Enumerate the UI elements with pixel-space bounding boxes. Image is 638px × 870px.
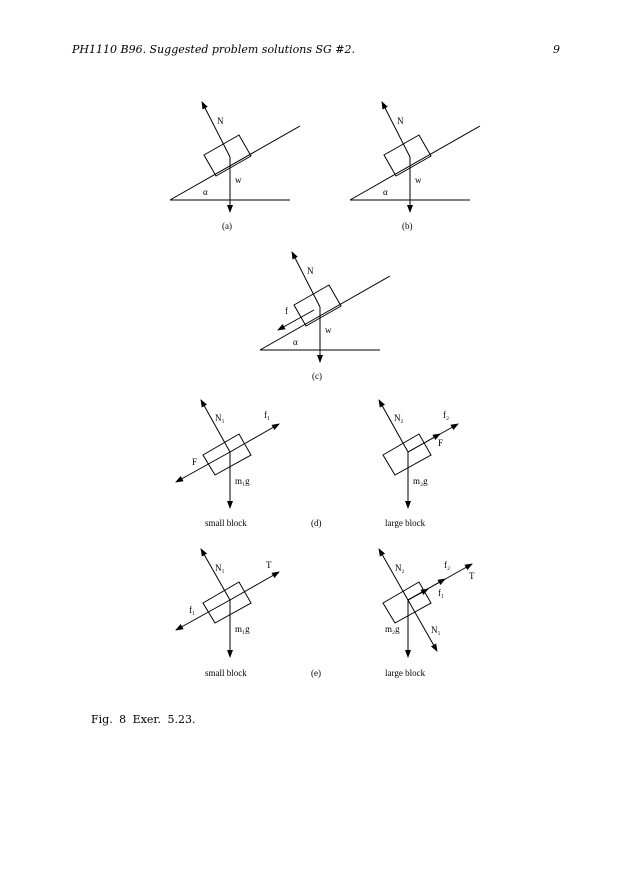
block bbox=[203, 134, 252, 177]
label-w: w bbox=[325, 325, 332, 335]
label-N1: N₁ bbox=[431, 625, 441, 635]
normal-force-arrow bbox=[201, 101, 231, 158]
running-header: PH1110 B96. Suggested problem solutions … bbox=[72, 43, 355, 56]
label-N1: N₁ bbox=[215, 563, 225, 573]
applied-force-arrow bbox=[407, 433, 441, 453]
label-angle: α bbox=[293, 337, 298, 347]
label-N2: N₂ bbox=[395, 563, 405, 573]
figure-label: (c) bbox=[312, 371, 322, 381]
page-number: 9 bbox=[553, 43, 560, 56]
diagram-c: N w α f (c) bbox=[259, 251, 391, 381]
label-f2: f₂ bbox=[444, 560, 450, 570]
figure-label: (b) bbox=[402, 221, 413, 231]
diagram-e-small-block: N₁ T f₁ m₁g small block bbox=[175, 548, 280, 678]
label-f2: f₂ bbox=[443, 410, 449, 420]
figure-caption: Fig. 8 Exer. 5.23. bbox=[91, 713, 196, 726]
label-f: f bbox=[285, 306, 288, 316]
label-m2g: m₂g bbox=[413, 476, 428, 486]
label-N: N bbox=[397, 116, 404, 126]
label-N: N bbox=[307, 266, 314, 276]
normal-force-N1-arrow bbox=[407, 599, 438, 652]
block bbox=[202, 581, 252, 624]
diagram-d-large-block: N₂ f₂ F m₂g large block bbox=[378, 399, 459, 528]
block bbox=[293, 284, 342, 327]
normal-force-arrow bbox=[200, 399, 231, 453]
normal-force-arrow bbox=[291, 251, 321, 308]
friction-arrow bbox=[277, 309, 315, 331]
normal-force-arrow bbox=[381, 101, 411, 158]
label-m2g: m₂g bbox=[385, 624, 400, 634]
diagram-e-large-block: N₂ f₂ T f₁ m₂g N₁ large block bbox=[378, 548, 475, 678]
caption-large-block: large block bbox=[385, 518, 426, 528]
block bbox=[382, 581, 432, 624]
label-f1: f₁ bbox=[189, 605, 195, 615]
label-angle: α bbox=[203, 187, 208, 197]
friction-arrow bbox=[175, 599, 231, 631]
label-angle: α bbox=[383, 187, 388, 197]
figure-label-e: (e) bbox=[311, 668, 321, 678]
friction-f1-arrow bbox=[407, 588, 429, 601]
label-N1: N₁ bbox=[215, 413, 225, 423]
label-f1: f₁ bbox=[264, 410, 270, 420]
figure-label-d: (d) bbox=[311, 518, 322, 528]
label-f1: f₁ bbox=[438, 588, 444, 598]
label-F: F bbox=[438, 438, 443, 448]
caption-small-block: small block bbox=[205, 518, 247, 528]
label-N2: N₂ bbox=[394, 413, 404, 423]
normal-force-N2-arrow bbox=[378, 548, 409, 601]
diagram-b: N w α (b) bbox=[349, 101, 481, 231]
label-F: F bbox=[192, 457, 197, 467]
label-w: w bbox=[235, 175, 242, 185]
label-m1g: m₁g bbox=[235, 476, 250, 486]
incline bbox=[259, 275, 391, 351]
applied-force-arrow bbox=[175, 451, 231, 483]
label-T: T bbox=[266, 560, 272, 570]
caption-large-block: large block bbox=[385, 668, 426, 678]
incline bbox=[349, 125, 481, 201]
diagram-d-small-block: N₁ f₁ F m₁g small block bbox=[175, 399, 280, 528]
block bbox=[382, 433, 432, 476]
tension-arrow bbox=[229, 571, 280, 601]
caption-small-block: small block bbox=[205, 668, 247, 678]
label-m1g: m₁g bbox=[235, 624, 250, 634]
block bbox=[202, 433, 252, 476]
label-T: T bbox=[469, 571, 475, 581]
label-w: w bbox=[415, 175, 422, 185]
friction-arrow bbox=[229, 423, 280, 453]
label-N: N bbox=[217, 116, 224, 126]
block bbox=[383, 134, 432, 177]
normal-force-arrow bbox=[378, 399, 409, 453]
figure-label: (a) bbox=[222, 221, 232, 231]
incline bbox=[169, 125, 301, 201]
normal-force-arrow bbox=[200, 548, 231, 601]
diagram-a: N w α (a) bbox=[169, 101, 301, 231]
